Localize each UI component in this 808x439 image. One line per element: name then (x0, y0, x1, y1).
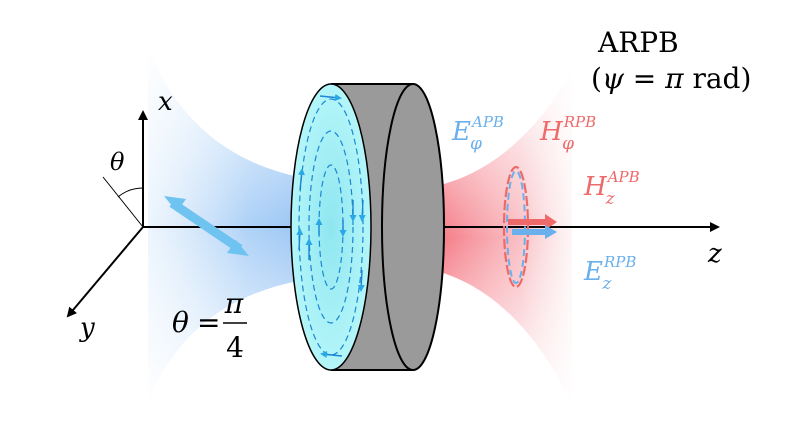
disk-back-edge (381, 83, 445, 371)
angle-equation: θ = π 4 (172, 287, 247, 364)
theta-symbol: θ (110, 148, 125, 176)
angle-numerator: π (224, 287, 244, 320)
output-field-ring (502, 165, 557, 289)
angle-eq-sign: = (197, 306, 220, 339)
angle-arc (117, 187, 144, 198)
angle-eq-lhs: θ (172, 306, 189, 339)
y-axis-label: y (79, 313, 95, 343)
disk-face (290, 83, 372, 371)
y-axis (66, 226, 144, 318)
field-loop-outer (298, 98, 364, 356)
angle-denominator: 4 (226, 331, 244, 364)
polarization-arrow (164, 196, 249, 256)
angle-guide-line (102, 176, 144, 228)
x-axis-label: x (158, 87, 173, 117)
z-axis-label: z (707, 239, 722, 269)
incident-beam (148, 50, 330, 400)
beam-type-title: ARPB (597, 26, 679, 59)
converter-disk (290, 83, 445, 371)
beam-phase-line: (ψ = π rad) (591, 62, 751, 95)
output-beam (440, 70, 572, 405)
field-loop-middle (308, 130, 354, 324)
